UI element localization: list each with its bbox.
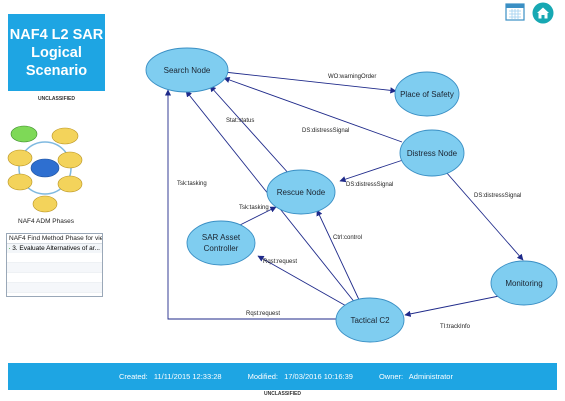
adm-phase-b [51, 127, 79, 145]
method-phase-item-label: 3. Evaluate Alternatives of ar... [12, 245, 100, 252]
owner-info: Owner: Administrator [379, 372, 453, 381]
node-label: SAR Asset [202, 233, 241, 242]
method-phase-header: NAF4 Find Method Phase for view [7, 235, 102, 244]
phase-item-icon [9, 248, 11, 249]
edge-label: TI:trackInfo [440, 324, 471, 330]
classification-top: UNCLASSIFIED [38, 96, 75, 102]
adm-phase-d [57, 151, 83, 169]
edge-label: Tsk:tasking [239, 205, 269, 211]
node-sar-asset-controller[interactable]: SAR Asset Controller [186, 220, 256, 266]
method-phase-item[interactable]: 3. Evaluate Alternatives of ar... [7, 244, 102, 253]
node-monitoring[interactable]: Monitoring [490, 260, 558, 306]
edge-rescue-search [209, 85, 291, 176]
list-item [7, 273, 102, 283]
adm-phase-f [57, 175, 83, 193]
adm-phase-e [7, 173, 33, 191]
logical-scenario-diagram: WO:warningOrder Stat:status DS:distressS… [145, 47, 558, 343]
node-label: Search Node [164, 66, 211, 75]
node-search[interactable]: Search Node [145, 47, 229, 93]
edge-labels: WO:warningOrder Stat:status DS:distressS… [177, 74, 521, 330]
edge-wo [223, 71, 397, 94]
edge-tactical-sar [257, 255, 349, 308]
created-value: 11/11/2015 12:33:28 [153, 372, 222, 381]
edge-distress-rescue [339, 159, 404, 183]
created-label: Created: [119, 372, 148, 381]
home-icon[interactable] [532, 2, 554, 24]
list-item [7, 283, 102, 293]
node-label: Place of Safety [400, 90, 454, 99]
node-label: Rescue Node [277, 188, 326, 197]
edge-label: Tsk:tasking [177, 181, 207, 187]
view-title-box: NAF4 L2 SAR Logical Scenario [8, 14, 105, 91]
edge-label: DS:distressSignal [346, 182, 393, 188]
edge-distress-search [223, 76, 403, 143]
owner-label: Owner: [378, 372, 404, 381]
adm-phase-g [32, 195, 58, 213]
list-item [7, 253, 102, 263]
node-label: Monitoring [505, 279, 542, 288]
node-label: Controller [204, 244, 239, 253]
classification-bottom: UNCLASSIFIED [264, 391, 301, 397]
created-info: Created: 11/11/2015 12:33:28 [119, 372, 222, 381]
node-place-of-safety[interactable]: Place of Safety [394, 71, 460, 117]
edge-distress-monitoring [445, 171, 524, 261]
edge-sar-rescue [235, 206, 277, 228]
edge-label: DS:distressSignal [302, 128, 349, 134]
edge-label: WO:warningOrder [328, 74, 376, 80]
method-phase-list[interactable]: NAF4 Find Method Phase for view 3. Evalu… [6, 233, 103, 297]
owner-value: Administrator [408, 372, 453, 381]
edge-tactical-rescue [316, 209, 362, 305]
adm-phases-diagram[interactable] [6, 122, 84, 218]
adm-phase-a [10, 125, 38, 143]
edge-label: Stat:status [226, 118, 254, 124]
view-title: NAF4 L2 SAR Logical Scenario [9, 26, 104, 79]
adm-center [30, 158, 60, 178]
node-label: Distress Node [407, 149, 458, 158]
modified-info: Modified: 17/03/2016 10:16:39 [248, 372, 353, 381]
modified-label: Modified: [247, 372, 279, 381]
node-label: Tactical C2 [350, 316, 390, 325]
adm-phase-c [7, 149, 33, 167]
edge-label: Rqst:request [263, 259, 297, 265]
metadata-footer: Created: 11/11/2015 12:33:28 Modified: 1… [8, 363, 557, 390]
adm-phases-label: NAF4 ADM Phases [18, 218, 74, 225]
edge-tactical-left [164, 89, 336, 320]
node-tactical-c2[interactable]: Tactical C2 [335, 297, 405, 343]
node-rescue[interactable]: Rescue Node [266, 169, 336, 215]
edge-label: Ctrl:control [333, 235, 362, 241]
calendar-icon[interactable] [505, 2, 525, 22]
list-item [7, 263, 102, 273]
edge-label: Rqst:request [246, 311, 280, 317]
node-distress[interactable]: Distress Node [399, 129, 465, 177]
modified-value: 17/03/2016 10:16:39 [284, 372, 353, 381]
edge-label: DS:distressSignal [474, 193, 521, 199]
top-toolbar [505, 2, 554, 24]
